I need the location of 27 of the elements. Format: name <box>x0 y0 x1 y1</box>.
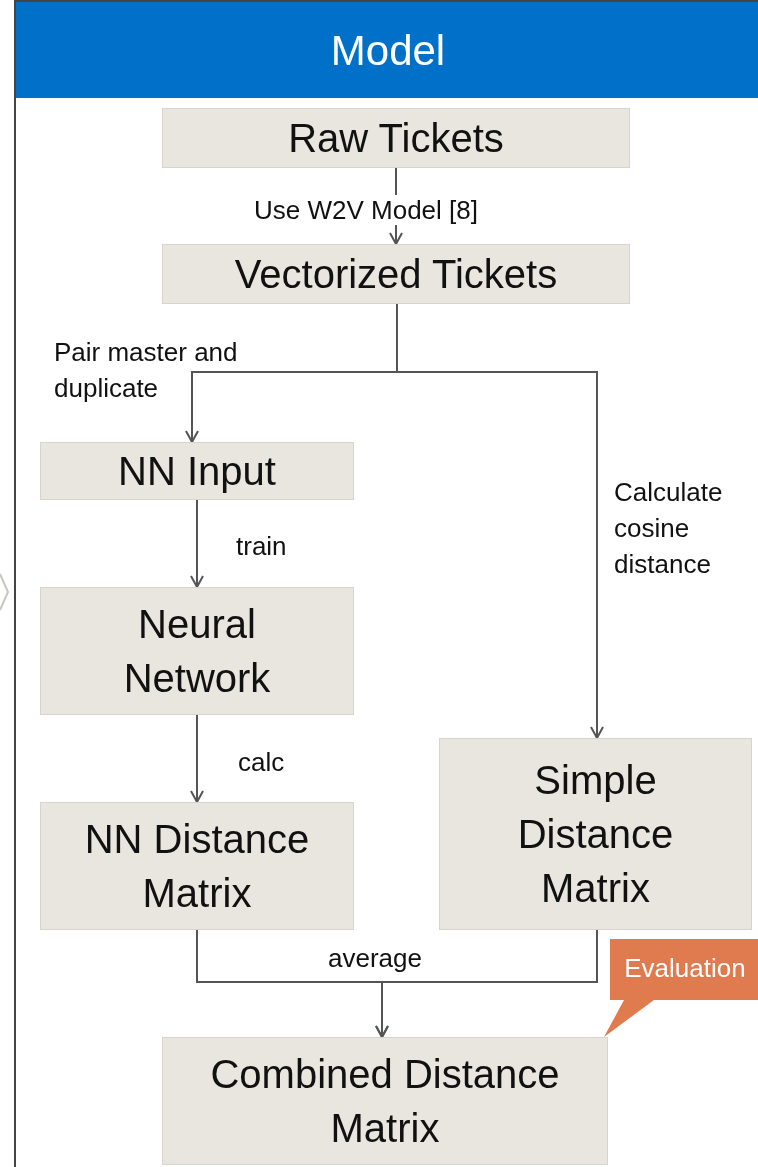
process-box <box>40 802 354 930</box>
panel <box>14 0 758 1167</box>
arrow <box>190 714 204 803</box>
edge-label: average <box>328 942 422 975</box>
process-box <box>162 1037 608 1165</box>
box-label: NN Input <box>118 448 276 495</box>
box-label: Simple Distance Matrix <box>516 757 675 912</box>
box-label: Combined Distance Matrix <box>209 1051 561 1152</box>
box-label: Vectorized Tickets <box>234 251 558 298</box>
panel-title: Model <box>330 25 446 76</box>
edge-label: Use W2V Model [8] <box>106 192 626 228</box>
process-box <box>162 108 630 168</box>
edge-label: Calculate cosine distance <box>614 476 724 581</box>
callout-shape <box>604 939 758 1037</box>
process-box <box>162 244 630 304</box>
process-box <box>439 738 752 930</box>
box-label: Raw Tickets <box>288 115 504 162</box>
arrow <box>375 929 598 1038</box>
box-label: NN Distance Matrix <box>83 816 311 917</box>
arrow <box>190 499 204 588</box>
box-label: Neural Network <box>122 601 272 702</box>
process-box <box>40 587 354 715</box>
process-box <box>40 442 354 500</box>
edge-label: calc <box>238 746 285 779</box>
edge-label: Pair master and duplicate <box>54 336 239 405</box>
edge-label: train <box>236 530 287 563</box>
callout-text: Evaluation <box>623 952 747 985</box>
